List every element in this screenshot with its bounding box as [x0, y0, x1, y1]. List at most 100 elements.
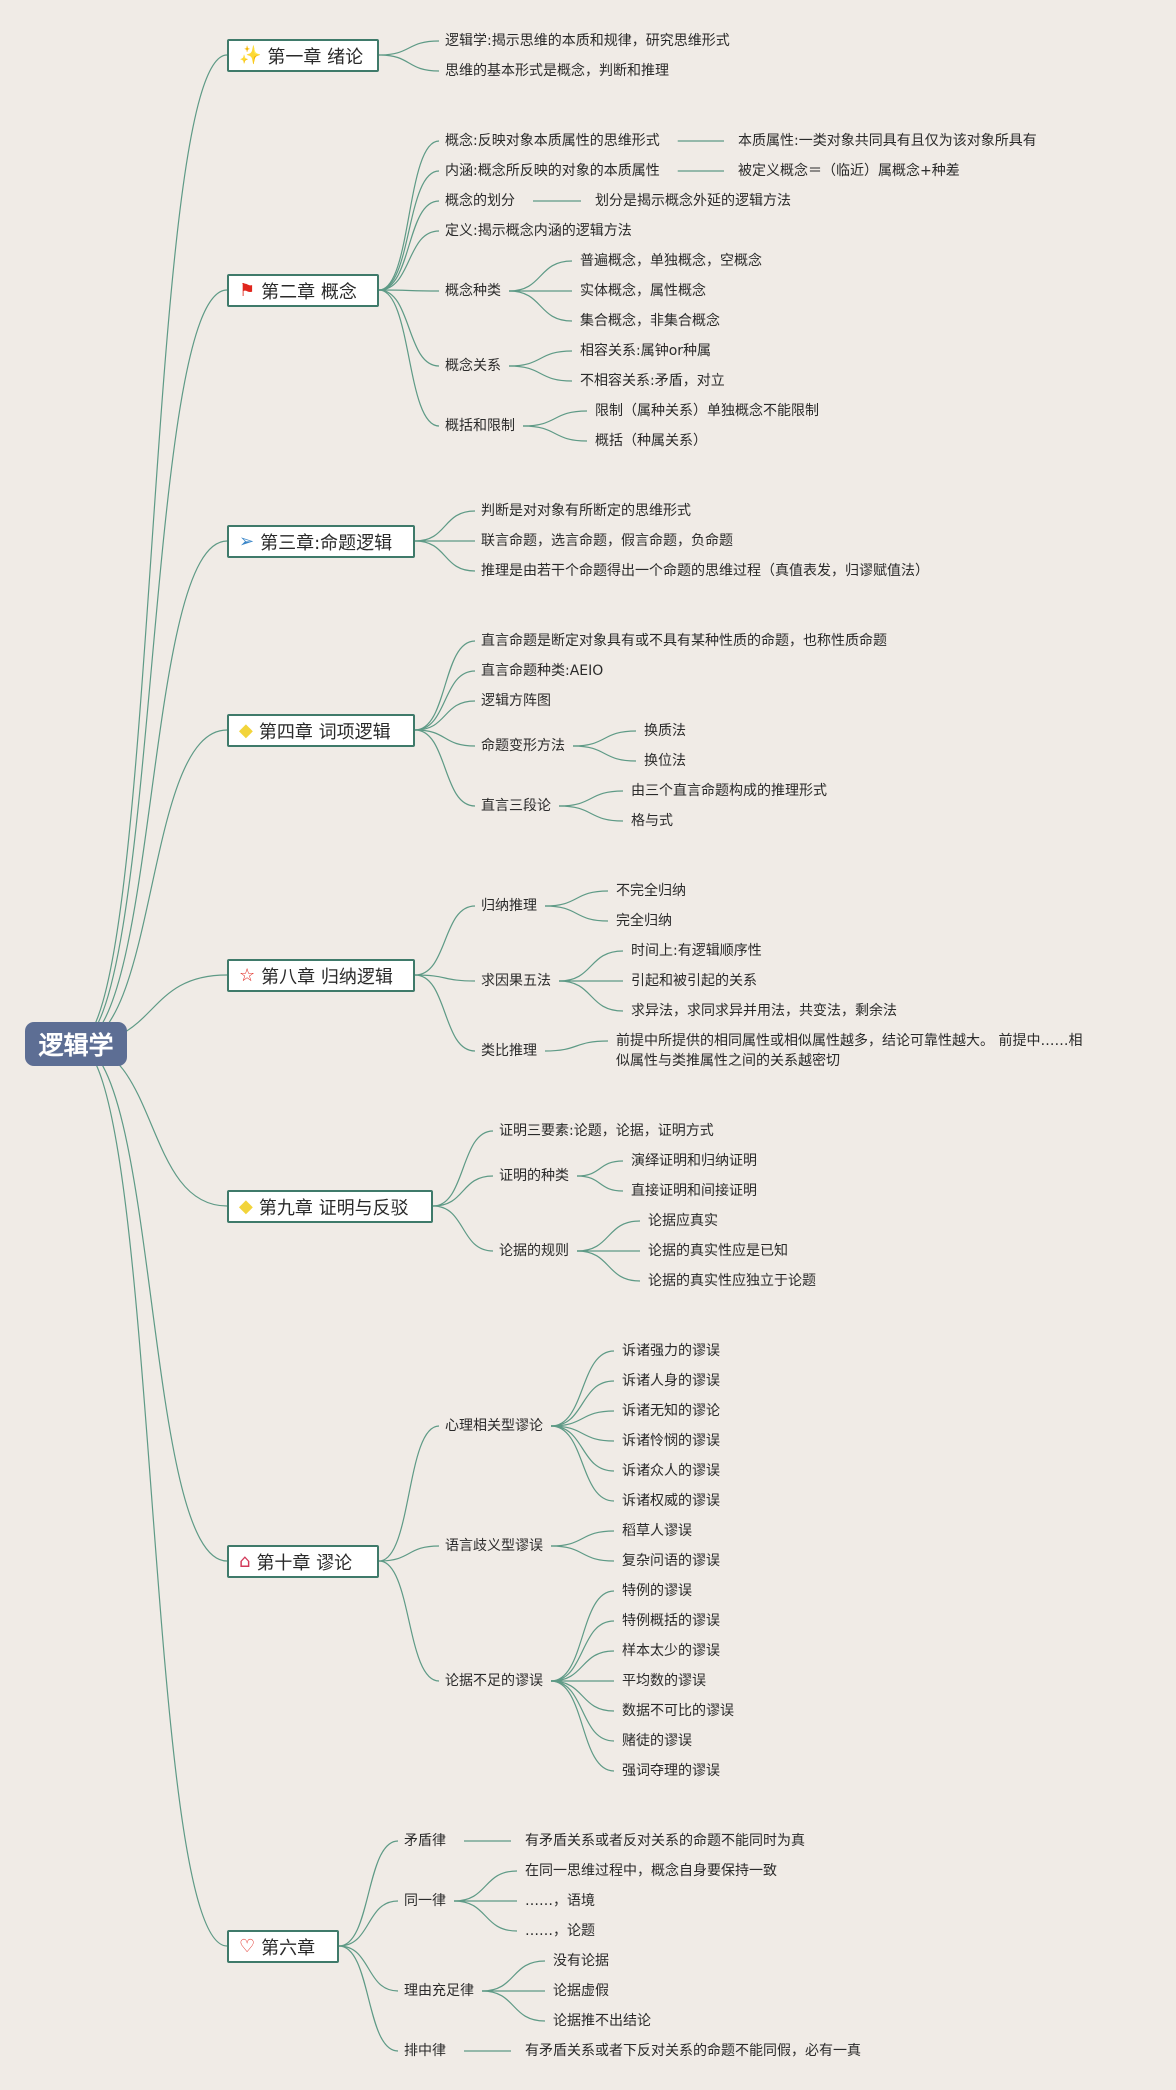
topic-node[interactable]: 理由充足律	[404, 1983, 474, 1999]
topic-node[interactable]: 排中律	[404, 2043, 446, 2059]
subtopic-node[interactable]: 数据不可比的谬误	[622, 1703, 734, 1719]
subtopic-node[interactable]: 演绎证明和归纳证明	[631, 1153, 757, 1169]
subtopic-node[interactable]: 前提中所提供的相同属性或相似属性越多，结论可靠性越大。 前提中……相似属性与类推…	[616, 1033, 1083, 1069]
subtopic-node[interactable]: 划分是揭示概念外延的逻辑方法	[595, 193, 791, 209]
subtopic-node[interactable]: 换质法	[644, 723, 686, 739]
connector-line	[508, 365, 573, 382]
subtopic-node[interactable]: 限制（属种关系）单独概念不能限制	[595, 403, 819, 419]
subtopic-node[interactable]: 本质属性:一类对象共同具有且仅为该对象所具有	[738, 133, 1037, 149]
subtopic-node[interactable]: 有矛盾关系或者反对关系的命题不能同时为真	[525, 1833, 805, 1849]
topic-node[interactable]: 心理相关型谬论	[445, 1418, 543, 1434]
subtopic-node[interactable]: 稻草人谬误	[622, 1523, 692, 1539]
subtopic-node[interactable]: ……，论题	[525, 1923, 595, 1939]
topic-node[interactable]: 联言命题，选言命题，假言命题，负命题	[481, 533, 733, 549]
chapter-c8[interactable]: ☆第八章 归纳逻辑	[227, 959, 415, 992]
chapter-c6[interactable]: ♡第六章	[227, 1930, 339, 1963]
subtopic-node[interactable]: 赌徒的谬误	[622, 1733, 692, 1749]
topic-node[interactable]: 判断是对对象有所断定的思维形式	[481, 503, 691, 519]
subtopic-node[interactable]: 诉诸人身的谬误	[622, 1373, 720, 1389]
chapter-label: 第八章 归纳逻辑	[261, 966, 393, 988]
subtopic-node[interactable]: 完全归纳	[616, 913, 672, 929]
subtopic-node[interactable]: 被定义概念＝（临近）属概念+种差	[738, 163, 960, 179]
subtopic-node[interactable]: 没有论据	[553, 1953, 609, 1969]
subtopic-node[interactable]: 诉诸权威的谬误	[622, 1493, 720, 1509]
topic-node[interactable]: 归纳推理	[481, 898, 537, 914]
subtopic-node[interactable]: ……，语境	[525, 1893, 595, 1909]
subtopic-node[interactable]: 诉诸众人的谬误	[622, 1463, 720, 1479]
topic-node[interactable]: 语言歧义型谬误	[445, 1538, 543, 1554]
topic-node[interactable]: 同一律	[404, 1893, 446, 1909]
topic-node[interactable]: 推理是由若干个命题得出一个命题的思维过程（真值表发，归谬赋值法）	[481, 563, 929, 579]
subtopic-node[interactable]: 平均数的谬误	[622, 1673, 706, 1689]
subtopic-node[interactable]: 论据的真实性应独立于论题	[648, 1273, 816, 1289]
topic-node[interactable]: 直言三段论	[481, 798, 551, 814]
topic-node[interactable]: 内涵:概念所反映的对象的本质属性	[445, 163, 660, 179]
chapter-c4[interactable]: ◆第四章 词项逻辑	[227, 714, 415, 747]
chapter-c1[interactable]: ✨第一章 绪论	[227, 39, 379, 72]
topic-node[interactable]: 命题变形方法	[481, 738, 565, 754]
topic-node[interactable]: 论据的规则	[499, 1243, 569, 1259]
chapter-c9[interactable]: ◆第九章 证明与反驳	[227, 1190, 433, 1223]
subtopic-node[interactable]: 特例的谬误	[622, 1583, 692, 1599]
subtopic-node[interactable]: 由三个直言命题构成的推理形式	[631, 783, 827, 799]
topic-node[interactable]: 概念:反映对象本质属性的思维形式	[445, 133, 660, 149]
topic-node[interactable]: 思维的基本形式是概念，判断和推理	[445, 63, 669, 79]
subtopic-node[interactable]: 诉诸强力的谬误	[622, 1343, 720, 1359]
subtopic-node[interactable]: 概括（种属关系）	[595, 433, 707, 449]
topic-node[interactable]: 直言命题种类:AEIO	[481, 663, 604, 679]
chapter-c10[interactable]: ⌂第十章 谬论	[227, 1545, 379, 1578]
connector-line	[453, 1900, 518, 1932]
subtopic-node[interactable]: 有矛盾关系或者下反对关系的命题不能同假，必有一真	[525, 2043, 861, 2059]
topic-node[interactable]: 逻辑学:揭示思维的本质和规律，研究思维形式	[445, 33, 730, 49]
subtopic-node[interactable]: 直接证明和间接证明	[631, 1183, 757, 1199]
subtopic-node[interactable]: 论据虚假	[553, 1983, 609, 1999]
subtopic-node[interactable]: 格与式	[631, 813, 673, 829]
subtopic-node[interactable]: 论据应真实	[648, 1213, 718, 1229]
subtopic-node[interactable]: 论据的真实性应是已知	[648, 1243, 788, 1259]
subtopic-node[interactable]: 实体概念，属性概念	[580, 283, 706, 299]
connector-line	[338, 1945, 399, 2052]
topic-node[interactable]: 概念关系	[445, 358, 501, 374]
subtopic-node[interactable]: 换位法	[644, 753, 686, 769]
connector-line	[378, 54, 440, 72]
topic-node[interactable]: 逻辑方阵图	[481, 693, 551, 709]
subtopic-node[interactable]: 特例概括的谬误	[622, 1613, 720, 1629]
topic-node[interactable]: 直言命题是断定对象具有或不具有某种性质的命题，也称性质命题	[481, 633, 887, 649]
topic-node[interactable]: 概念的划分	[445, 193, 515, 209]
connector-line	[544, 905, 609, 922]
connector-line	[550, 1425, 615, 1442]
subtopic-node[interactable]: 诉诸无知的谬论	[622, 1403, 720, 1419]
subtopic-node[interactable]: 强词夺理的谬误	[622, 1763, 720, 1779]
subtopic-node[interactable]: 在同一思维过程中，概念自身要保持一致	[525, 1863, 777, 1879]
topic-node[interactable]: 矛盾律	[404, 1833, 446, 1849]
topic-node[interactable]: 论据不足的谬误	[445, 1673, 543, 1689]
subtopic-node[interactable]: 普遍概念，单独概念，空概念	[580, 253, 762, 269]
subtopic-node[interactable]: 不完全归纳	[616, 883, 686, 899]
paper-plane-icon: ➢	[239, 530, 255, 552]
subtopic-node[interactable]: 引起和被引起的关系	[631, 973, 757, 989]
subtopic-node[interactable]: 样本太少的谬误	[622, 1643, 720, 1659]
topic-node[interactable]: 定义:揭示概念内涵的逻辑方法	[445, 223, 632, 239]
connector-line	[558, 950, 624, 982]
subtopic-node[interactable]: 不相容关系:矛盾，对立	[580, 373, 725, 389]
chapter-label: 第二章 概念	[261, 281, 357, 303]
topic-node[interactable]: 证明的种类	[499, 1168, 569, 1184]
root-topic[interactable]: 逻辑学	[25, 1022, 127, 1066]
topic-node[interactable]: 概念种类	[445, 283, 501, 299]
subtopic-node[interactable]: 相容关系:属钟or种属	[580, 343, 712, 359]
chapter-c2[interactable]: ⚑第二章 概念	[227, 274, 379, 307]
topic-node[interactable]: 概括和限制	[445, 418, 515, 434]
subtopic-node[interactable]: 求异法，求同求异并用法，共变法，剩余法	[631, 1003, 897, 1019]
topic-node[interactable]: 求因果五法	[481, 973, 551, 989]
subtopic-node[interactable]: 复杂问语的谬误	[622, 1553, 720, 1569]
topic-node[interactable]: 类比推理	[481, 1043, 537, 1059]
subtopic-node[interactable]: 论据推不出结论	[553, 2013, 651, 2029]
chapter-c3[interactable]: ➢第三章:命题逻辑	[227, 525, 415, 558]
topic-node[interactable]: 证明三要素:论题，论据，证明方式	[499, 1123, 714, 1139]
connector-line	[338, 1840, 399, 1947]
diamond-icon: ◆	[239, 719, 253, 741]
subtopic-node[interactable]: 时间上:有逻辑顺序性	[631, 943, 762, 959]
connector-line	[558, 980, 624, 1012]
subtopic-node[interactable]: 集合概念，非集合概念	[580, 313, 720, 329]
subtopic-node[interactable]: 诉诸怜悯的谬误	[622, 1433, 720, 1449]
